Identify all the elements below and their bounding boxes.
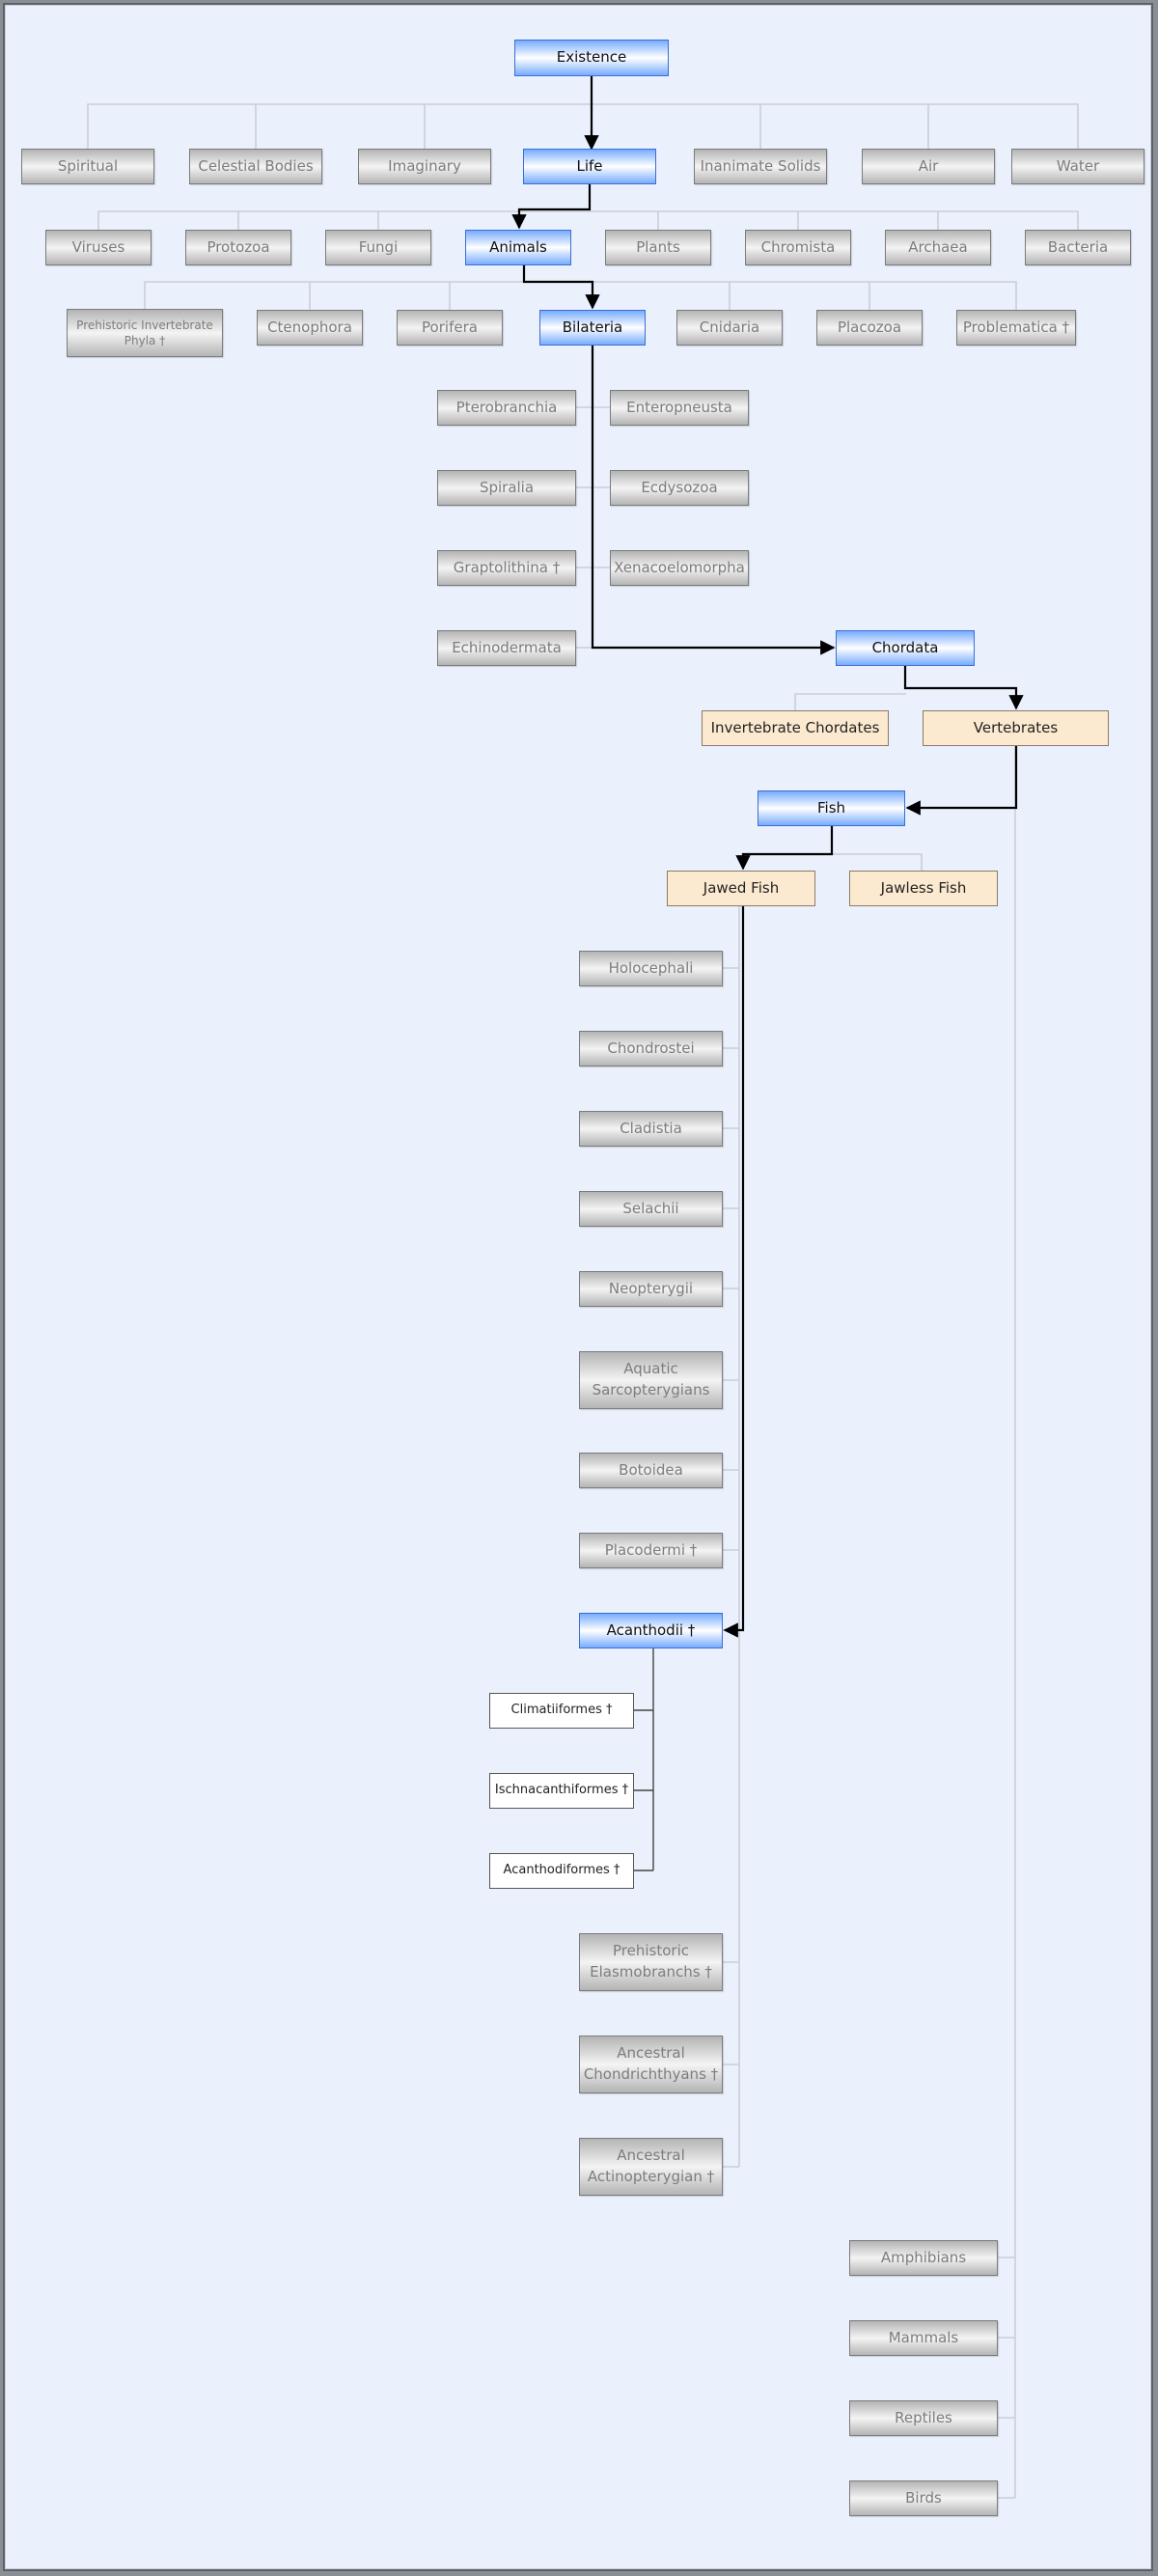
node-protozoa[interactable]: Protozoa — [185, 230, 291, 265]
node-bilateria[interactable]: Bilateria — [539, 310, 646, 346]
node-cnidaria[interactable]: Cnidaria — [676, 310, 783, 346]
node-fungi[interactable]: Fungi — [325, 230, 431, 265]
node-prehistoric-elasmobranchs[interactable]: Prehistoric Elasmobranchs † — [579, 1933, 723, 1991]
node-invertebrate-chordates[interactable]: Invertebrate Chordates — [702, 710, 889, 746]
node-aquatic-sarcopterygians[interactable]: Aquatic Sarcopterygians — [579, 1351, 723, 1409]
node-birds[interactable]: Birds — [849, 2480, 998, 2516]
highlight-path-connector — [903, 666, 1024, 710]
node-jawed-fish[interactable]: Jawed Fish — [667, 871, 815, 906]
node-celestial-bodies[interactable]: Celestial Bodies — [189, 149, 322, 184]
node-existence[interactable]: Existence — [514, 40, 669, 76]
branch-connector — [144, 281, 1017, 310]
node-xenacoelomorpha[interactable]: Xenacoelomorpha — [610, 550, 749, 586]
diagram-canvas: Existence Spiritual Celestial Bodies Ima… — [3, 3, 1153, 2571]
node-spiritual[interactable]: Spiritual — [21, 149, 154, 184]
node-echinodermata[interactable]: Echinodermata — [437, 630, 576, 666]
node-pterobranchia[interactable]: Pterobranchia — [437, 390, 576, 426]
node-chromista[interactable]: Chromista — [745, 230, 851, 265]
node-bacteria[interactable]: Bacteria — [1025, 230, 1131, 265]
node-spiralia[interactable]: Spiralia — [437, 470, 576, 506]
node-graptolithina[interactable]: Graptolithina † — [437, 550, 576, 586]
node-cladistia[interactable]: Cladistia — [579, 1111, 723, 1147]
node-imaginary[interactable]: Imaginary — [358, 149, 491, 184]
node-amphibians[interactable]: Amphibians — [849, 2240, 998, 2276]
node-fish[interactable]: Fish — [758, 790, 905, 826]
node-botoidea[interactable]: Botoidea — [579, 1453, 723, 1488]
node-problematica[interactable]: Problematica † — [956, 310, 1076, 346]
node-inanimate-solids[interactable]: Inanimate Solids — [694, 149, 827, 184]
node-air[interactable]: Air — [862, 149, 995, 184]
node-vertebrates[interactable]: Vertebrates — [923, 710, 1109, 746]
node-porifera[interactable]: Porifera — [397, 310, 503, 346]
node-animals[interactable]: Animals — [465, 230, 571, 265]
node-ancestral-chondrichthyans[interactable]: Ancestral Chondrichthyans † — [579, 2036, 723, 2093]
branch-connector — [794, 693, 906, 710]
highlight-path-connector — [905, 746, 1018, 816]
node-ctenophora[interactable]: Ctenophora — [257, 310, 363, 346]
node-reptiles[interactable]: Reptiles — [849, 2400, 998, 2436]
highlight-path-connector — [735, 826, 834, 871]
highlight-path-connector — [511, 184, 592, 230]
node-holocephali[interactable]: Holocephali — [579, 951, 723, 986]
branch-connector — [831, 853, 923, 871]
node-acanthodiformes[interactable]: Acanthodiformes † — [489, 1853, 634, 1889]
node-ecdysozoa[interactable]: Ecdysozoa — [610, 470, 749, 506]
node-climatiiformes[interactable]: Climatiiformes † — [489, 1693, 634, 1729]
branch-connector — [87, 103, 1079, 149]
node-placodermi[interactable]: Placodermi † — [579, 1533, 723, 1568]
branch-connector — [97, 210, 1079, 230]
node-acanthodii[interactable]: Acanthodii † — [579, 1613, 723, 1648]
node-chordata[interactable]: Chordata — [836, 630, 975, 666]
node-selachii[interactable]: Selachii — [579, 1191, 723, 1227]
node-ancestral-actinopterygian[interactable]: Ancestral Actinopterygian † — [579, 2138, 723, 2196]
highlight-path-connector — [522, 265, 600, 310]
node-archaea[interactable]: Archaea — [885, 230, 991, 265]
node-ischnacanthiformes[interactable]: Ischnacanthiformes † — [489, 1773, 634, 1809]
node-life[interactable]: Life — [523, 149, 656, 184]
connector-lines — [87, 76, 1079, 2499]
highlight-path-connector — [591, 346, 836, 655]
node-water[interactable]: Water — [1011, 149, 1144, 184]
node-enteropneusta[interactable]: Enteropneusta — [610, 390, 749, 426]
node-plants[interactable]: Plants — [605, 230, 711, 265]
node-jawless-fish[interactable]: Jawless Fish — [849, 871, 998, 906]
node-prehistoric-invertebrate-phyla[interactable]: Prehistoric Invertebrate Phyla † — [67, 309, 223, 357]
node-neopterygii[interactable]: Neopterygii — [579, 1271, 723, 1307]
node-viruses[interactable]: Viruses — [45, 230, 152, 265]
node-mammals[interactable]: Mammals — [849, 2320, 998, 2356]
highlight-path-connector — [723, 906, 745, 1638]
node-chondrostei[interactable]: Chondrostei — [579, 1031, 723, 1066]
node-placozoa[interactable]: Placozoa — [816, 310, 923, 346]
